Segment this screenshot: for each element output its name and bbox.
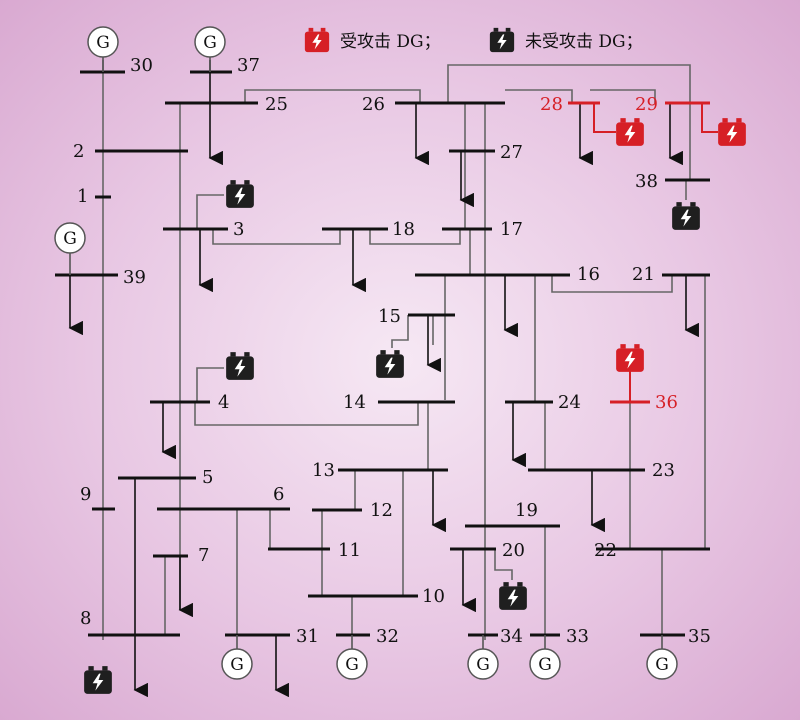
svg-text:G: G: [203, 33, 217, 53]
bus-label-8: 8: [80, 608, 91, 629]
bus-label-6: 6: [273, 484, 284, 505]
bus-label-16: 16: [577, 264, 600, 285]
bus-label-32: 32: [376, 626, 399, 647]
dg-icon-bus-4: [226, 352, 254, 380]
bus-label-21: 21: [632, 264, 655, 285]
bus-label-4: 4: [218, 392, 229, 413]
bus-label-2: 2: [73, 141, 84, 162]
dg-icon-bus-38: [672, 202, 700, 230]
normal-dg-legend-icon: [489, 27, 515, 53]
bus-label-18: 18: [392, 219, 415, 240]
bus-label-39: 39: [123, 267, 146, 288]
attacked-dg-icon-bus-36: [616, 344, 644, 372]
attacked-dg-icon-bus-29: [718, 118, 746, 146]
bus-bars: [55, 70, 710, 637]
generator-39: G: [54, 222, 86, 275]
generator-30: G: [87, 26, 119, 72]
attacked-dg-legend-icon: [304, 27, 330, 53]
generator-32: G: [336, 635, 368, 680]
bus-label-7: 7: [198, 545, 209, 566]
bus-label-29: 29: [635, 94, 658, 115]
bus-label-34: 34: [500, 626, 523, 647]
dg-icon-bus-20: [499, 582, 527, 610]
svg-text:G: G: [63, 229, 77, 249]
bus-labels: 30 37 25 26 28 29 2 27 1 38 3 18 17 39 1…: [73, 55, 711, 647]
bus-label-17: 17: [500, 219, 523, 240]
legend-normal-label: 未受攻击 DG；: [525, 32, 643, 52]
dg-icon-bus-3: [226, 180, 254, 208]
bus-label-5: 5: [202, 467, 213, 488]
svg-text:G: G: [476, 655, 490, 675]
bus-label-13: 13: [312, 460, 335, 481]
attacked-dg-icon-bus-28: [616, 118, 644, 146]
attacked-bus-bars: [568, 101, 710, 404]
bus-label-31: 31: [296, 626, 319, 647]
bus-label-12: 12: [370, 500, 393, 521]
bus-label-36: 36: [655, 392, 678, 413]
bus-label-25: 25: [265, 94, 288, 115]
bus-label-30: 30: [130, 55, 153, 76]
bus-label-11: 11: [338, 540, 361, 561]
bus-label-19: 19: [515, 500, 538, 521]
bus-label-23: 23: [652, 460, 675, 481]
bus-label-27: 27: [500, 142, 523, 163]
bus-label-28: 28: [540, 94, 563, 115]
bus-label-35: 35: [688, 626, 711, 647]
distributed-generators: [84, 118, 746, 694]
bus-label-37: 37: [237, 55, 260, 76]
load-arrows: [68, 60, 699, 698]
svg-text:G: G: [345, 655, 359, 675]
svg-text:G: G: [230, 655, 244, 675]
dg-icon-bus-15: [376, 350, 404, 378]
bus-label-20: 20: [502, 540, 525, 561]
bus-label-14: 14: [343, 392, 366, 413]
svg-text:G: G: [96, 33, 110, 53]
bus-label-1: 1: [77, 186, 88, 207]
generator-35: G: [646, 635, 678, 680]
bus-label-10: 10: [422, 586, 445, 607]
svg-text:G: G: [655, 655, 669, 675]
bus-label-26: 26: [362, 94, 385, 115]
transmission-lines: [102, 60, 706, 640]
bus-label-24: 24: [558, 392, 581, 413]
bus-label-15: 15: [378, 306, 401, 327]
generator-37: G: [194, 26, 226, 72]
dg-icon-bus-8: [84, 666, 112, 694]
generator-33: G: [529, 635, 561, 680]
generator-34: G: [467, 635, 499, 680]
bus-label-33: 33: [566, 626, 589, 647]
attacked-connections: [593, 103, 718, 402]
bus-label-38: 38: [635, 171, 658, 192]
legend: 受攻击 DG； 未受攻击 DG；: [304, 27, 643, 53]
bus-label-3: 3: [233, 219, 244, 240]
legend-attacked-label: 受攻击 DG；: [340, 32, 441, 52]
svg-text:G: G: [538, 655, 552, 675]
generators: G G G G G G G: [54, 26, 678, 680]
bus-label-22: 22: [594, 540, 617, 561]
bus-label-9: 9: [80, 484, 91, 505]
generator-31: G: [221, 635, 253, 680]
